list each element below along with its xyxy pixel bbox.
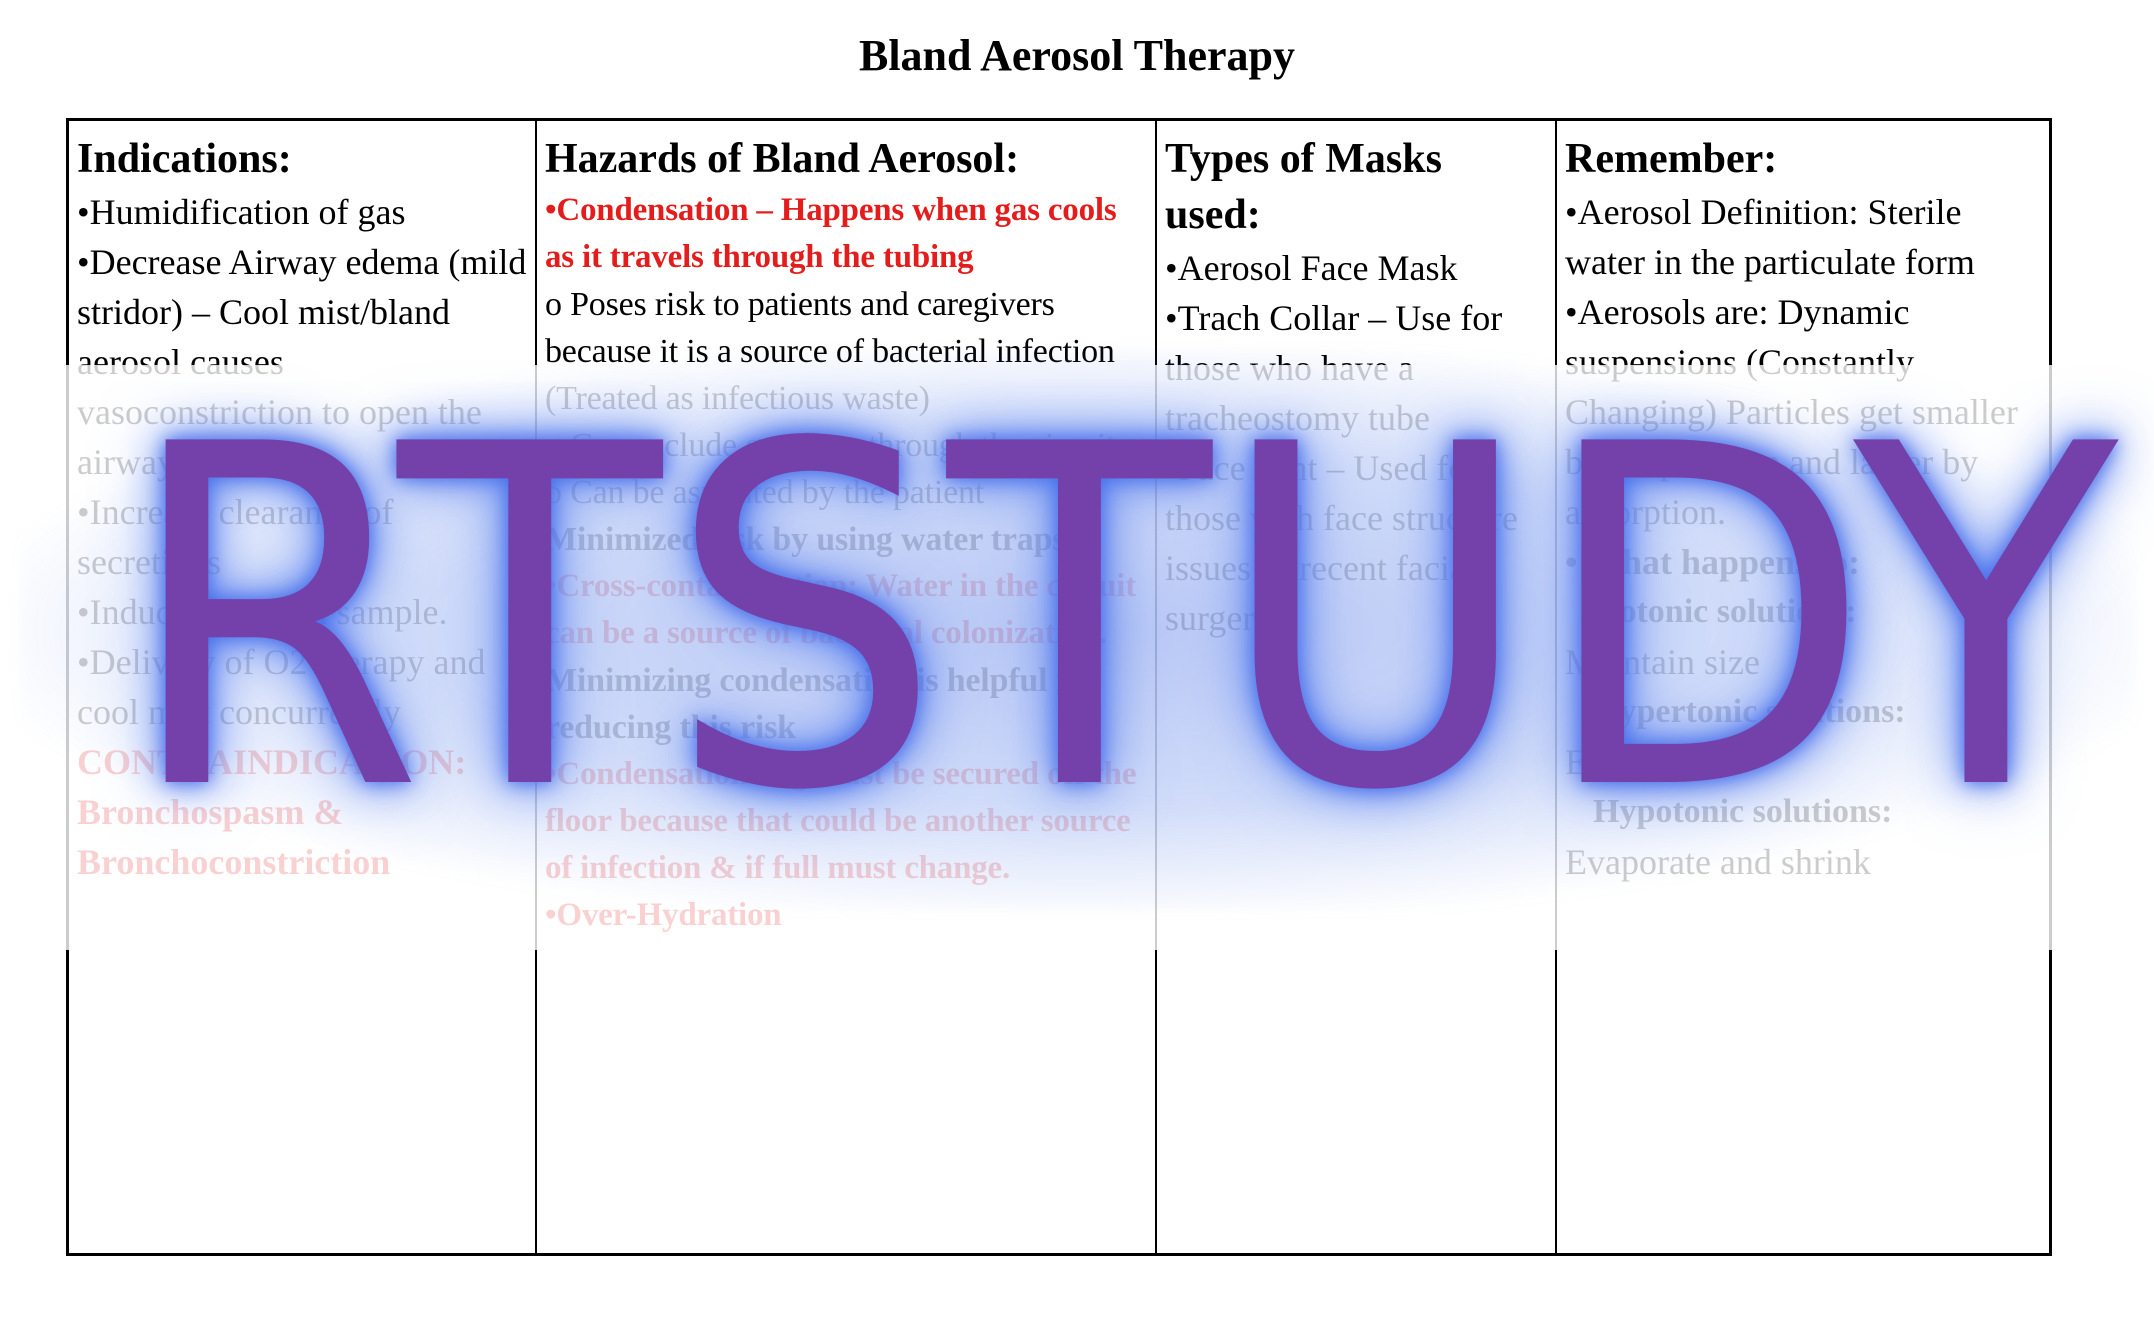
mask-item: •Face Tent – Used for those with face st… — [1165, 448, 1518, 638]
remember-column: Remember: •Aerosol Definition: Sterile w… — [1557, 121, 2049, 1253]
hazard-condensation-bag: •Condensation bag must be secured off th… — [545, 756, 1137, 886]
solution-effect: Evaporate and shrink — [1565, 842, 1871, 882]
indication-item: •Humidification of gas — [77, 192, 406, 232]
hazard-minimizing-note: Minimizing condensation is helpful in re… — [545, 662, 1084, 746]
remember-item: •Aerosols are: Dynamic suspensions (Cons… — [1565, 292, 2018, 532]
indications-column: Indications: •Humidification of gas •Dec… — [69, 121, 537, 1253]
hazard-cross-contamination: •Cross-contamination: Water in the circu… — [545, 568, 1137, 651]
mask-item: •Trach Collar – Use for those who have a… — [1165, 298, 1503, 438]
hazards-heading: Hazards of Bland Aerosol: — [545, 136, 1020, 182]
solution-label: Hypertonic solutions: — [1593, 693, 1906, 730]
indications-heading: Indications: — [77, 136, 292, 182]
solution-effect: Enlarge — [1565, 742, 1677, 782]
indication-item: •Induce a sputum sample. — [77, 592, 448, 632]
hazards-column: Hazards of Bland Aerosol: •Condensation … — [537, 121, 1157, 1253]
mask-item: •Aerosol Face Mask — [1165, 248, 1458, 288]
indication-item: •Delivery of O2 therapy and cool mist co… — [77, 642, 486, 732]
hazard-sub-item: o Poses risk to patients and caregivers … — [545, 286, 1115, 417]
contraindication-text: Bronchospasm & Bronchoconstriction — [77, 792, 391, 882]
masks-heading: Types of Masks used: — [1165, 136, 1442, 238]
indication-item: •Increase clearance of secretions — [77, 492, 394, 582]
masks-column: Types of Masks used: •Aerosol Face Mask … — [1157, 121, 1557, 1253]
solution-item: Isotonic solutions: — [1565, 587, 2041, 637]
contraindication-label: CONTRAINDICATION: — [77, 742, 467, 782]
solution-label: Hypotonic solutions: — [1593, 793, 1893, 830]
solution-label: Isotonic solutions: — [1593, 593, 1857, 630]
what-happens-label: • What happens to: — [1565, 542, 1861, 582]
document-title: Bland Aerosol Therapy — [858, 31, 1296, 80]
hazard-minimized-note: Minimized risk by using water traps — [545, 521, 1066, 558]
hazard-sub-item: o Can be aspirated by the patient — [545, 474, 985, 511]
remember-heading: Remember: — [1565, 136, 1778, 182]
solution-item: Hypotonic solutions: — [1565, 787, 2041, 837]
solution-item: Hypertonic solutions: — [1565, 687, 2041, 737]
solution-effect: Maintain size — [1565, 642, 1760, 682]
hazard-over-hydration: •Over-Hydration — [545, 897, 782, 933]
hazard-sub-item: o Can occlude gas flow through the circu… — [545, 427, 1116, 464]
content-table: Indications: •Humidification of gas •Dec… — [66, 118, 2052, 1256]
indication-item: •Decrease Airway edema (mild stridor) – … — [77, 242, 527, 482]
remember-item: •Aerosol Definition: Sterile water in th… — [1565, 192, 1975, 282]
hazard-condensation: •Condensation – Happens when gas cools a… — [545, 192, 1117, 275]
